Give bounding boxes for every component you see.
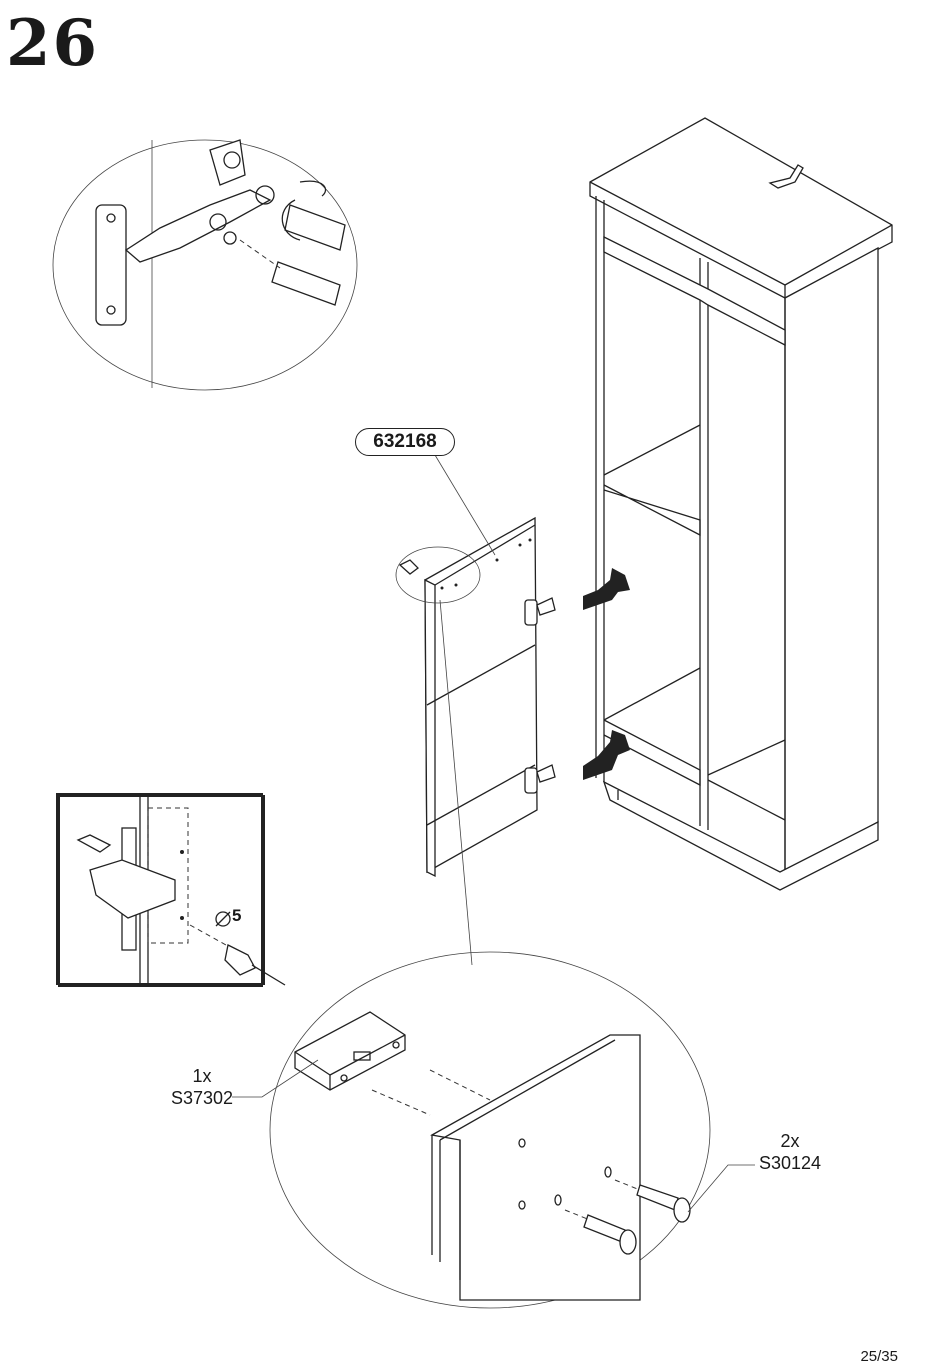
drill-diameter-label: 5 [232,906,241,926]
hardware-item-bracket: 1x S37302 [170,1065,234,1109]
handle-bracket-icon [295,1012,405,1090]
wardrobe-carcass [583,118,892,890]
hardware-qty: 1x [170,1065,234,1087]
hardware-code: S37302 [170,1087,234,1109]
screwdriver-icon [282,181,345,250]
hardware-item-screw: 2x S30124 [755,1130,825,1174]
handle-icon [78,828,175,950]
hardware-qty: 2x [755,1130,825,1152]
hardware-code: S30124 [755,1152,825,1174]
handle-drill-detail [58,795,285,985]
door-panel [425,518,555,876]
drill-bit-icon [190,925,285,985]
insert-arrow-icon [583,568,630,780]
hardware-detail [232,952,755,1308]
page-number: 25/35 [860,1348,898,1365]
hinge-adjust-detail [53,140,357,390]
part-number-label: 632168 [355,428,455,456]
